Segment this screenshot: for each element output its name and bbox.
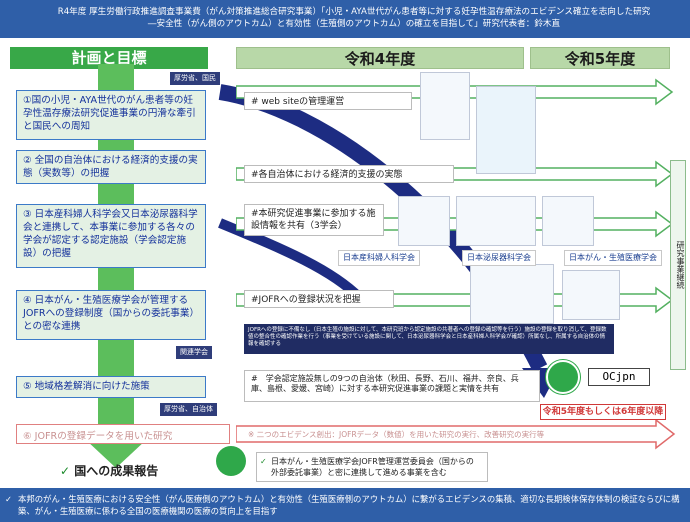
goal-2: ② 全国の自治体における経済的支援の実態（実数等）の把握 bbox=[16, 150, 206, 184]
bottom-summary: ✓ 本邦のがん・生殖医療における安全性（がん医療側のアウトカム）と有効性（生殖医… bbox=[0, 488, 690, 522]
note-box: JOFRへの登録に不備なし（日本生殖の施設に対して、本研究班から認定施設の共著者… bbox=[244, 324, 614, 354]
side-label: 研究事業継続 bbox=[670, 160, 686, 370]
header-r4: 令和4年度 bbox=[236, 47, 524, 69]
bottom-text: 本邦のがん・生殖医療における安全性（がん医療側のアウトカム）と有効性（生殖医療側… bbox=[18, 494, 680, 516]
website-screenshot-2 bbox=[476, 86, 536, 174]
r4-item-municipalities: # 学会認定施設無しの9つの自治体（秋田、長野、石川、福井、奈良、兵庫、島根、愛… bbox=[244, 370, 540, 402]
goal-1-tag: 厚労省、国民 bbox=[170, 72, 220, 85]
logo-jua: 日本泌尿器科学会 bbox=[462, 250, 536, 266]
facility-screenshot-3 bbox=[542, 196, 594, 246]
jofr-screenshot-1 bbox=[470, 264, 554, 324]
r5-extension-label: 令和5年度もしくは6年度以降 bbox=[540, 404, 666, 420]
logo-jsfp-label: 日本がん・生殖医療学会 bbox=[569, 253, 657, 262]
title-line-1: R4年度 厚生労働行政推進調査事業費（がん対策推進総合研究事業）「小児・AYA世… bbox=[57, 7, 651, 17]
committee-text: 日本がん・生殖医療学会JOFR管理運営委員会（国からの外部委託事業）と密に連携し… bbox=[271, 457, 474, 477]
facility-screenshot-1 bbox=[398, 196, 450, 246]
header-plan: 計画と目標 bbox=[10, 47, 208, 69]
r4-item-web: # web siteの管理運営 bbox=[244, 92, 412, 110]
check-icon: ✓ bbox=[60, 464, 75, 478]
ocjpn-badge: OCjpn bbox=[588, 368, 650, 386]
logo-jsfp: 日本がん・生殖医療学会 bbox=[564, 250, 662, 266]
logo-jsog-label: 日本産科婦人科学会 bbox=[343, 253, 415, 262]
title-bar: R4年度 厚生労働行政推進調査事業費（がん対策推進総合研究事業）「小児・AYA世… bbox=[0, 0, 690, 38]
logo-jua-label: 日本泌尿器科学会 bbox=[467, 253, 531, 262]
goal-5-tag: 厚労省、自治体 bbox=[160, 403, 217, 416]
evidence-arrow bbox=[236, 420, 676, 450]
r4-item-facilities: #本研究促進事業に参加する施設情報を共有（3学会） bbox=[244, 204, 384, 236]
goal-1: ①国の小児・AYA世代のがん患者等の妊孕性温存療法研究促進事業の円滑な牽引と国民… bbox=[16, 90, 206, 140]
bottom-check-icon: ✓ bbox=[5, 494, 13, 504]
ocjpn-logo-icon-2 bbox=[216, 446, 246, 476]
check-icon-2: ✓ bbox=[260, 457, 267, 466]
website-screenshot-1 bbox=[420, 72, 470, 140]
report-title-text: 国への成果報告 bbox=[74, 464, 159, 478]
jofr-screenshot-2 bbox=[562, 270, 620, 320]
goal-4: ④ 日本がん・生殖医療学会が管理するJOFRへの登録制度（国からの委託事業）との… bbox=[16, 290, 206, 340]
r4-item-economic: #各自治体における経済的支援の実態 bbox=[244, 165, 454, 183]
report-title: ✓ 国への成果報告 bbox=[60, 462, 158, 479]
ocjpn-logo-icon bbox=[546, 360, 580, 394]
r4-item-jofr: #JOFRへの登録状況を把握 bbox=[244, 290, 394, 308]
goal-6: ⑥ JOFRの登録データを用いた研究 bbox=[16, 424, 230, 444]
committee-box: ✓ 日本がん・生殖医療学会JOFR管理運営委員会（国からの外部委託事業）と密に連… bbox=[256, 452, 488, 482]
goal-4-tag: 関連学会 bbox=[176, 346, 212, 359]
goal-3: ③ 日本産科婦人科学会又日本泌尿器科学会と連携して、本事業に参加する各々の学会が… bbox=[16, 204, 206, 268]
header-r5: 令和5年度 bbox=[530, 47, 670, 69]
goal-5: ⑤ 地域格差解消に向けた施策 bbox=[16, 376, 206, 398]
facility-screenshot-2 bbox=[456, 196, 536, 246]
logo-jsog: 日本産科婦人科学会 bbox=[338, 250, 420, 266]
evidence-text: ※ 二つのエビデンス創出：JOFRデータ（数値）を用いた研究の実行、改善研究の実… bbox=[248, 430, 545, 439]
title-line-2: ―安全性（がん側のアウトカム）と有効性（生殖側のアウトカム）の確立を目指して」研… bbox=[147, 19, 561, 29]
